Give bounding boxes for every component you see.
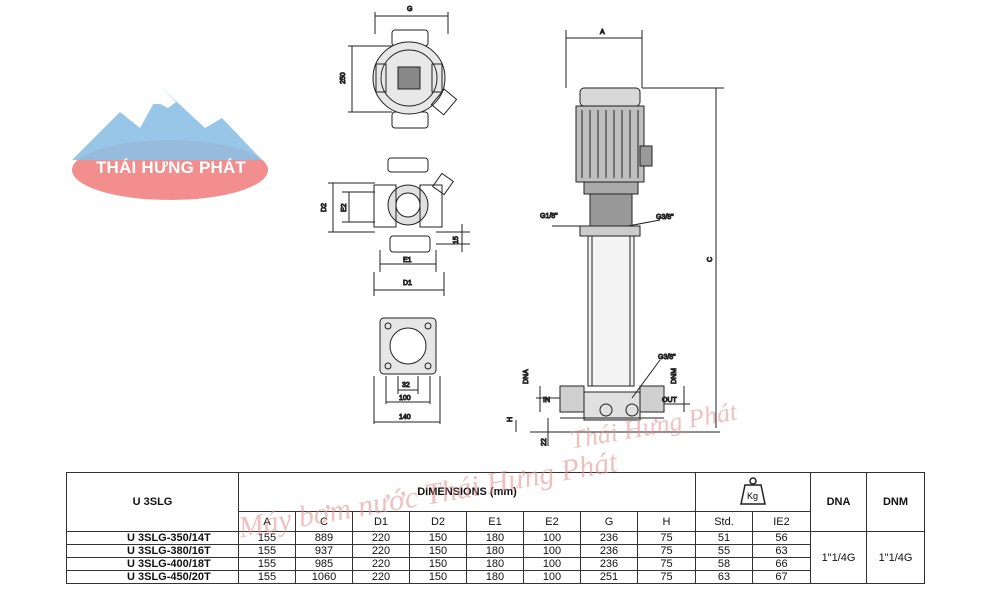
col-header: G [580, 511, 638, 532]
model-cell: U 3SLG-450/20T [66, 570, 239, 584]
table-row: U 3SLG-380/16T 155 937 220 150 180 100 2… [66, 544, 925, 558]
value-cell: 180 [466, 531, 524, 545]
dim-e1-label: E1 [403, 257, 412, 264]
dnm-value-cell: 1"1/4G [866, 531, 925, 584]
logo-text: THÁI HƯNG PHÁT [95, 158, 247, 177]
pump-body-view: D2 E2 E1 D1 15 [321, 157, 470, 296]
side-elevation-view: A C G1/8" G3/8" G3/8" DNA DNM [507, 29, 724, 447]
dim-g-label: G [407, 6, 412, 13]
weight-ie2-cell: 63 [752, 544, 811, 558]
model-cell: U 3SLG-380/16T [66, 544, 239, 558]
value-cell: 100 [523, 557, 581, 571]
value-cell: 180 [466, 570, 524, 584]
dna-header: DNA [810, 472, 867, 532]
dim-250-label: 250 [340, 72, 347, 84]
dim-140-label: 140 [399, 414, 411, 421]
dna-dim-label: DNA [523, 369, 530, 384]
value-cell: 100 [523, 544, 581, 558]
top-view: 250 G [340, 6, 458, 129]
dim-a-label: A [600, 29, 605, 36]
value-cell: 236 [580, 544, 638, 558]
dim-d1-label: D1 [403, 280, 412, 287]
outlet-label: OUT [662, 397, 678, 404]
weight-std-cell: 51 [695, 531, 753, 545]
dimensions-header: DIMENSIONS (mm) [238, 472, 696, 512]
weight-ie2-cell: 56 [752, 531, 811, 545]
weight-icon-text: Kg [747, 491, 758, 501]
value-cell: 150 [409, 570, 467, 584]
table-row: U 3SLG-400/18T 155 985 220 150 180 100 2… [66, 557, 925, 571]
value-cell: 75 [637, 544, 696, 558]
weight-std-cell: 55 [695, 544, 753, 558]
company-logo [72, 88, 268, 200]
value-cell: 150 [409, 531, 467, 545]
series-header: U 3SLG [66, 472, 239, 532]
dnm-header: DNM [866, 472, 925, 532]
table-row: U 3SLG-350/14T 155 889 220 150 180 100 2… [66, 531, 925, 584]
weight-std-cell: 63 [695, 570, 753, 584]
dim-22-label: 22 [541, 438, 548, 446]
table-row: U 3SLG-450/20T 155 1060 220 150 180 100 … [66, 570, 925, 584]
weight-std-cell: 58 [695, 557, 753, 571]
value-cell: 150 [409, 544, 467, 558]
value-cell: 220 [352, 557, 410, 571]
dim-h-label: H [507, 417, 514, 422]
col-header: E2 [523, 511, 581, 532]
dna-value-cell: 1"1/4G [810, 531, 867, 584]
dim-e2-label: E2 [341, 203, 348, 212]
technical-drawing: 250 G D2 E2 E1 D1 15 [72, 6, 724, 447]
value-cell: 100 [523, 570, 581, 584]
value-cell: 220 [352, 570, 410, 584]
dim-15-label: 15 [453, 236, 460, 244]
weight-ie2-cell: 66 [752, 557, 811, 571]
dim-d2-label: D2 [321, 203, 328, 212]
value-cell: 100 [523, 531, 581, 545]
value-cell: 155 [238, 557, 296, 571]
g38-bottom-label: G3/8" [658, 354, 676, 361]
g38-top-label: G3/8" [656, 214, 674, 221]
value-cell: 985 [295, 557, 353, 571]
value-cell: 236 [580, 557, 638, 571]
dim-c-label: C [707, 257, 714, 262]
value-cell: 1060 [295, 570, 353, 584]
value-cell: 150 [409, 557, 467, 571]
value-cell: 155 [238, 544, 296, 558]
g18-label: G1/8" [540, 213, 558, 220]
weight-header: Kg [695, 472, 811, 512]
dnm-dim-label: DNM [671, 368, 678, 384]
value-cell: 75 [637, 557, 696, 571]
value-cell: 236 [580, 531, 638, 545]
inlet-label: IN [543, 397, 550, 404]
value-cell: 75 [637, 531, 696, 545]
weight-ie2-cell: 67 [752, 570, 811, 584]
spec-table: U 3SLG DIMENSIONS (mm) Kg DNA DNM A C D1… [66, 472, 925, 584]
weight-icon: Kg [740, 476, 766, 505]
model-cell: U 3SLG-400/18T [66, 557, 239, 571]
value-cell: 75 [637, 570, 696, 584]
model-cell: U 3SLG-350/14T [66, 531, 239, 545]
value-cell: 155 [238, 570, 296, 584]
col-header: D2 [409, 511, 467, 532]
flange-view: 32 100 140 [373, 317, 441, 424]
value-cell: 180 [466, 544, 524, 558]
value-cell: 251 [580, 570, 638, 584]
weight-col-header: IE2 [752, 511, 811, 532]
value-cell: 180 [466, 557, 524, 571]
weight-col-header: Std. [695, 511, 753, 532]
col-header: H [637, 511, 696, 532]
value-cell: 937 [295, 544, 353, 558]
value-cell: 220 [352, 544, 410, 558]
dim-32-label: 32 [402, 382, 410, 389]
value-cell: 220 [352, 531, 410, 545]
dim-100-label: 100 [399, 395, 411, 402]
col-header: E1 [466, 511, 524, 532]
